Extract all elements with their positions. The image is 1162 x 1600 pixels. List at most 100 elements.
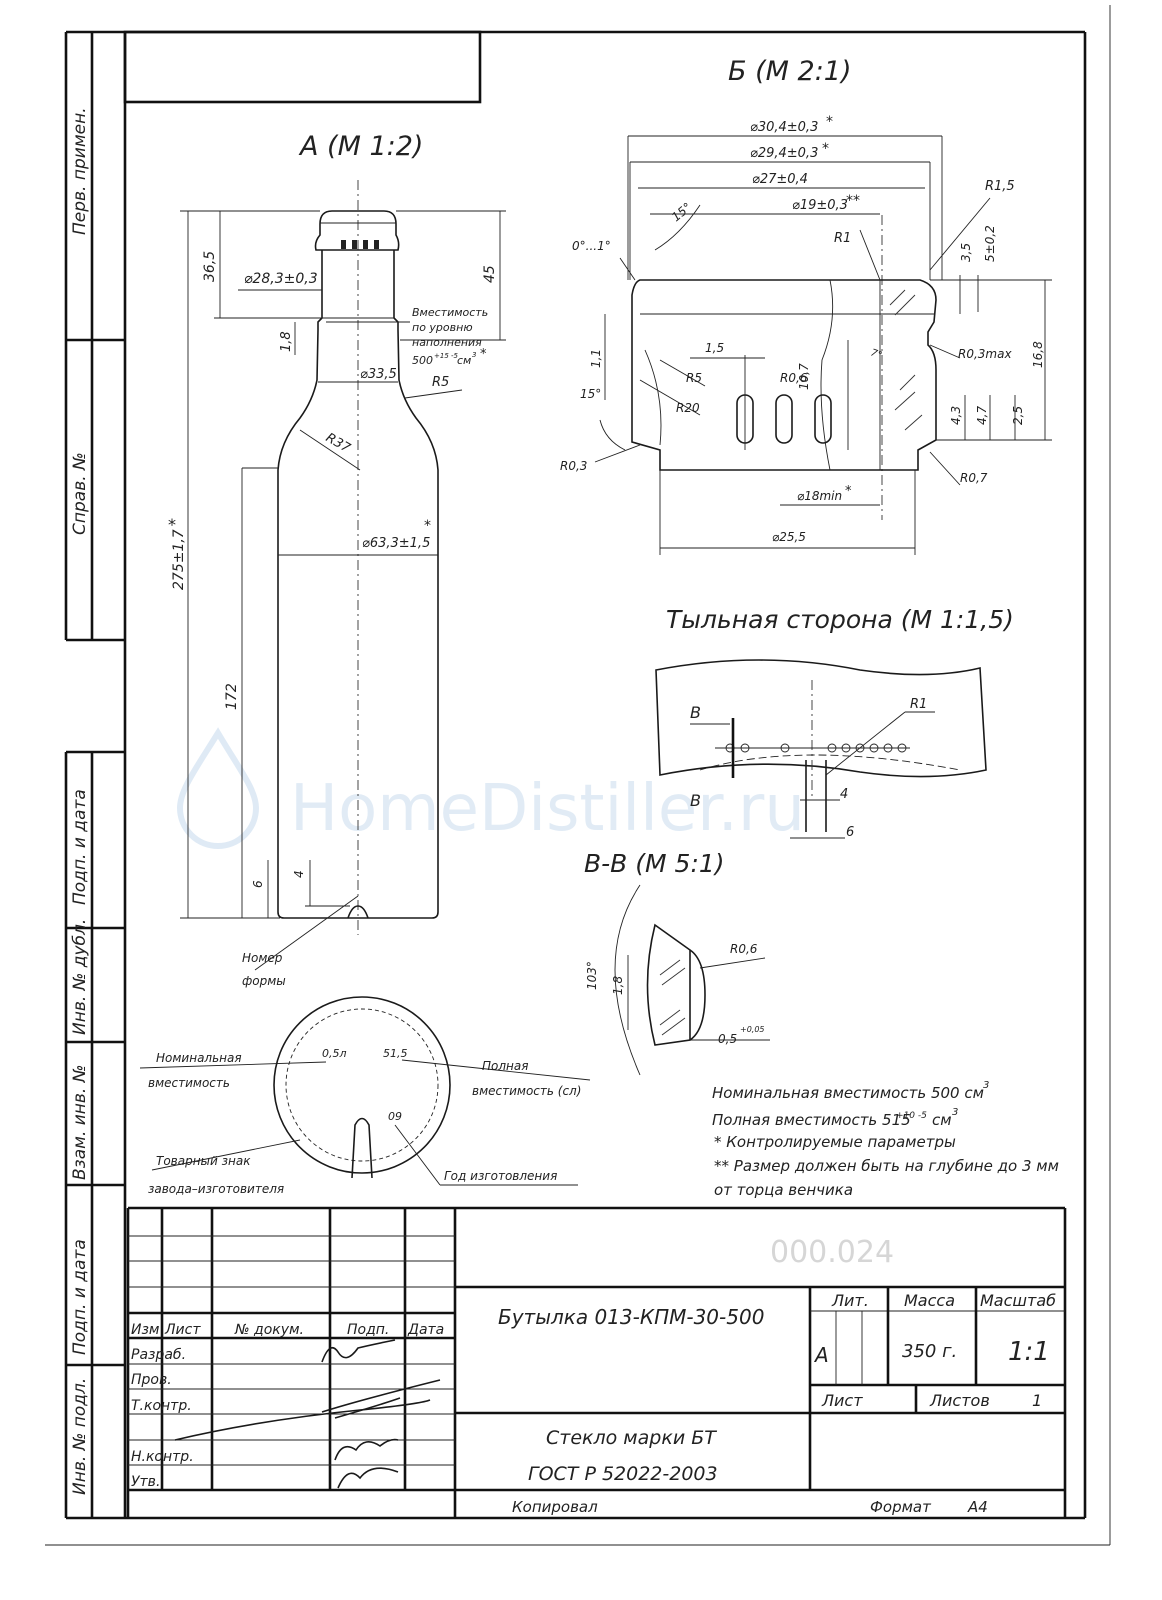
year: Год изготовления <box>444 1169 557 1183</box>
capacity-tol: +15 -5 <box>434 352 459 360</box>
copied-label: Копировал <box>512 1498 598 1516</box>
mark-515: 51,5 <box>383 1047 408 1060</box>
h-izm: Изм <box>131 1322 160 1338</box>
r-tkontr: Т.контр. <box>131 1398 192 1414</box>
mark-09: 09 <box>388 1110 402 1123</box>
view-b-title: Б (М 2:1) <box>728 56 852 87</box>
scale-value: 1:1 <box>1008 1337 1050 1367</box>
note-line5: от торца венчика <box>714 1181 853 1199</box>
sheet-label: Лист <box>821 1391 863 1410</box>
watermark: HomeDistiller.ru <box>176 727 805 849</box>
bottom-view: 0,5л 51,5 09 Номинальная вместимость Пол… <box>139 996 591 1196</box>
dim-d63-3: ⌀63,3±1,5 <box>362 536 430 551</box>
side-stamp: Перв. примен. Справ. № Подп. и дата Инв.… <box>70 107 90 1495</box>
side-inv-podl: Инв. № подл. <box>70 1378 90 1495</box>
nominal-2: вместимость <box>148 1076 230 1090</box>
dim-d27: ⌀27±0,4 <box>752 172 808 187</box>
dim-4-3: 4,3 <box>949 406 963 425</box>
mould-no-1: Номер <box>242 951 283 965</box>
side-perv-primen: Перв. примен. <box>70 107 90 235</box>
side-vzam-inv: Взам. инв. № <box>70 1065 90 1180</box>
dim-d30-4: ⌀30,4±0,3 <box>750 120 818 135</box>
dim-172: 172 <box>224 683 240 710</box>
note-line1-sup: 3 <box>983 1080 989 1091</box>
side-inv-dubl: Инв. № дубл. <box>70 919 90 1035</box>
section-vv: В-В (М 5:1) 103° 1,8 R0,6 0,5 +0,05 <box>584 849 770 1076</box>
mould-no-2: формы <box>242 974 286 988</box>
dim-3-5: 3,5 <box>959 243 973 262</box>
title-block: 000.024 Бутылка 013-КПМ-30-500 Изм Лист … <box>126 1206 1067 1518</box>
note-line2-sup: 3 <box>952 1107 958 1118</box>
dim-d18-star: * <box>845 484 852 499</box>
dim-d19: ⌀19±0,3 <box>792 198 848 213</box>
view-a-title: А (М 1:2) <box>298 131 423 162</box>
h-docum: № докум. <box>234 1322 304 1338</box>
dim-d19-star: ** <box>846 193 860 209</box>
dim-r1: R1 <box>834 231 851 246</box>
technical-notes: Номинальная вместимость 500 см 3 Полная … <box>712 1080 1059 1199</box>
r-prov: Пров. <box>131 1372 172 1388</box>
trademark-2: завода–изготовителя <box>148 1182 284 1196</box>
h-podp: Подп. <box>347 1322 389 1338</box>
dim-5: 5±0,2 <box>983 225 997 262</box>
r-razrab: Разраб. <box>131 1347 186 1363</box>
dim-d18: ⌀18min <box>797 489 842 503</box>
capacity-star: * <box>480 347 487 362</box>
mark-05l: 0,5л <box>322 1047 347 1060</box>
sheets-label: Листов <box>929 1391 990 1410</box>
dim-45: 45 <box>482 265 498 283</box>
sheet-frame <box>45 5 1111 1546</box>
capacity-value: 500 <box>412 354 433 367</box>
dim-275-star: * <box>168 515 176 534</box>
nominal-1: Номинальная <box>156 1051 242 1065</box>
note-line4: ** Размер должен быть на глубине до 3 мм <box>714 1157 1059 1175</box>
capacity-unit-sup: 3 <box>472 351 476 359</box>
dim-1-1: 1,1 <box>589 349 603 368</box>
dim-1-5: 1,5 <box>705 341 724 355</box>
material-2: ГОСТ Р 52022-2003 <box>528 1463 718 1485</box>
side-podp-data-2: Подп. и дата <box>70 1239 90 1355</box>
dim-d29-star: * <box>822 141 829 157</box>
dim-d30-star: * <box>826 114 833 130</box>
format-value: А4 <box>967 1498 988 1516</box>
vv-dim-r0-6: R0,6 <box>730 942 758 956</box>
dim-7deg: 7° <box>869 347 883 361</box>
side-sprav-no: Справ. № <box>70 452 90 535</box>
dim-10-7: 10,7 <box>797 363 811 390</box>
dim-1-8: 1,8 <box>279 331 294 352</box>
dim-d28-3: ⌀28,3±0,3 <box>244 271 318 287</box>
material-1: Стекло марки БТ <box>546 1427 717 1449</box>
r-nkontr: Н.контр. <box>131 1449 194 1465</box>
r-utv: Утв. <box>131 1474 160 1490</box>
dim-4: 4 <box>292 870 306 878</box>
dim-d25-5: ⌀25,5 <box>772 530 806 544</box>
dim-275: 275±1,7 <box>171 529 187 590</box>
product-name: Бутылка 013-КПМ-30-500 <box>498 1305 764 1329</box>
dim-r37: R37 <box>323 430 353 456</box>
h-data: Дата <box>407 1322 444 1338</box>
capacity-unit: см <box>457 354 471 367</box>
mass-value: 350 г. <box>902 1341 957 1362</box>
note-line2a: Полная вместимость 515 <box>712 1111 911 1129</box>
full-1: Полная <box>482 1059 528 1073</box>
capacity-note-2: по уровню <box>412 321 473 334</box>
section-vv-title: В-В (М 5:1) <box>584 849 725 878</box>
back-r1: R1 <box>910 697 927 712</box>
section-hatch <box>889 289 923 431</box>
section-b-top: В <box>690 703 701 722</box>
back-side-view: Тыльная сторона (М 1:1,5) В В R1 4 6 <box>655 605 1014 840</box>
doc-code: 000.024 <box>770 1235 894 1270</box>
trademark-1: Товарный знак <box>156 1154 251 1168</box>
dim-d33-5: ⌀33,5 <box>360 367 397 382</box>
vv-dim-0-5-tol: +0,05 <box>740 1025 765 1034</box>
watermark-text: HomeDistiller.ru <box>290 772 805 846</box>
h-masshtab: Масштаб <box>980 1291 1056 1310</box>
back-dim-4: 4 <box>840 787 848 802</box>
dim-r0-3: R0,3 <box>560 459 587 473</box>
dim-d63-star: * <box>424 518 431 534</box>
view-b-neck: Б (М 2:1) ⌀30,4±0,3 * ⌀29,4±0,3 * ⌀27±0,… <box>560 56 1052 555</box>
capacity-note-1: Вместимость <box>412 306 488 319</box>
h-lit: Лит. <box>831 1291 869 1310</box>
back-side-title: Тыльная сторона (М 1:1,5) <box>666 605 1014 634</box>
